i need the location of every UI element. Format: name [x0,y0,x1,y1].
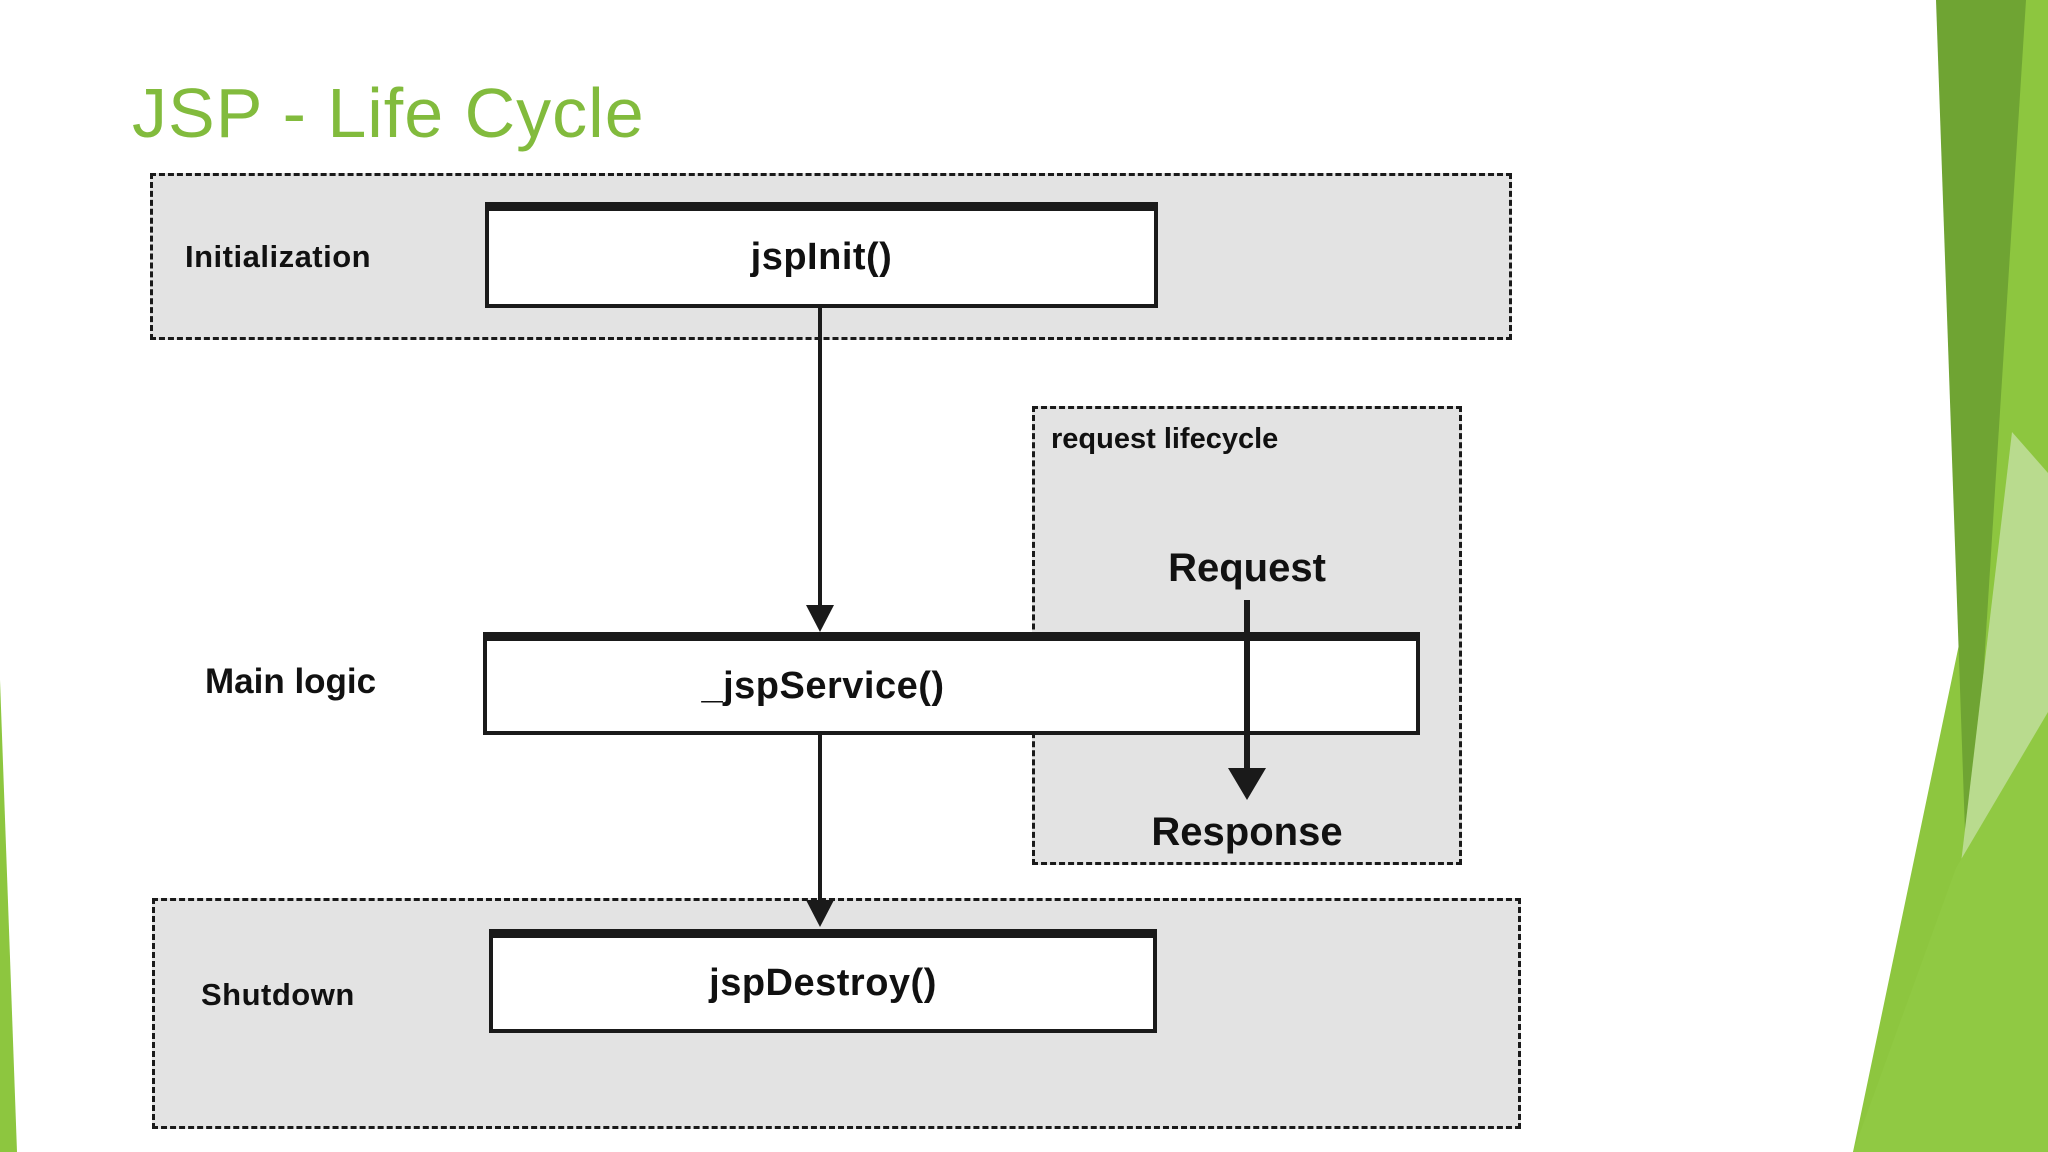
init-to-service-arrow-line [818,307,822,607]
jspservice-method-box: _jspService() [483,632,1420,735]
jspservice-method-label: _jspService() [701,664,945,707]
right-dark-wedge-shape [1936,0,2026,918]
left-green-wedge-shape [0,680,17,1152]
jspinit-method-label: jspInit() [750,236,893,278]
shutdown-label: Shutdown [201,977,355,1012]
init-to-service-arrow-head [806,605,834,632]
initialization-label: Initialization [185,238,372,274]
response-label: Response [1151,810,1343,854]
request-to-response-arrow-line [1244,600,1250,770]
service-to-destroy-arrow-head [806,900,834,927]
right-pale-accent-shape [1957,432,2048,897]
request-label: Request [1168,546,1326,590]
jspdestroy-method-label: jspDestroy() [709,962,937,1004]
main-logic-label: Main logic [205,662,377,701]
jspdestroy-method-box: jspDestroy() [489,929,1157,1033]
slide-title: JSP - Life Cycle [132,73,645,152]
service-to-destroy-arrow-line [818,735,822,902]
request-to-response-arrow-head [1228,768,1266,800]
right-bottom-fan-shape [1853,712,2048,1152]
request-lifecycle-label: request lifecycle [1051,423,1279,455]
jspinit-method-box: jspInit() [485,202,1158,308]
